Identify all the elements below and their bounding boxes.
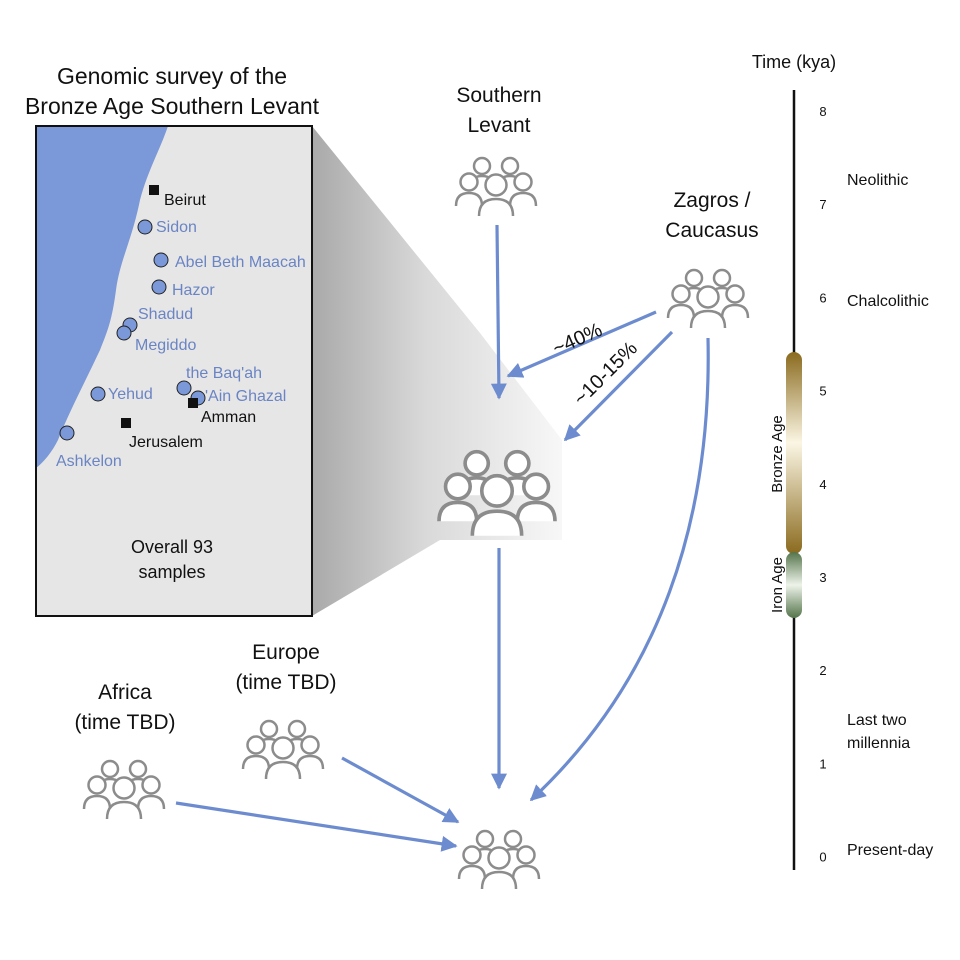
site-label-hazor: Hazor — [172, 282, 215, 299]
site-label-megiddo: Megiddo — [135, 337, 196, 354]
city-label-amman: Amman — [201, 409, 256, 426]
site-marker-sidon — [137, 219, 153, 235]
site-label-baqah: the Baq'ah — [186, 365, 262, 382]
city-label-jerusalem: Jerusalem — [129, 434, 203, 451]
admixture-label-40: ~40% — [549, 319, 605, 360]
europe-label-line2: (time TBD) — [235, 671, 336, 694]
timeline-tick-label: 1 — [819, 756, 826, 771]
zagros-label-line2: Caucasus — [665, 219, 758, 242]
arrow-zagros-to-present — [529, 337, 710, 802]
timeline-tick-label: 8 — [819, 104, 826, 119]
present-day-people-icon — [457, 829, 541, 891]
city-marker-amman — [188, 398, 198, 408]
iron-age-label: Iron Age — [769, 557, 786, 613]
era-last-two-line1: Last two — [847, 712, 907, 729]
era-neolithic: Neolithic — [847, 172, 908, 189]
europe-label-line1: Europe — [252, 641, 320, 664]
arrow-levant-to-bronze — [490, 224, 507, 400]
timeline-tick-label: 2 — [819, 663, 826, 678]
timeline-tick-label: 0 — [819, 850, 826, 865]
timeline-tick-label: 7 — [819, 197, 826, 212]
levant-map: Genomic survey of the Bronze Age Souther… — [25, 63, 562, 617]
migration-arrows — [175, 224, 710, 852]
sample-count-line1: Overall 93 — [131, 537, 213, 557]
site-marker-baqah — [176, 380, 192, 396]
arrow-europe-to-present — [341, 756, 460, 824]
city-marker-jerusalem — [121, 418, 131, 428]
africa-label-line2: (time TBD) — [74, 711, 175, 734]
sample-count-line2: samples — [138, 562, 205, 582]
iron-age-bar — [786, 552, 802, 618]
map-title-line1: Genomic survey of the — [57, 63, 287, 89]
site-marker-yehud — [90, 386, 106, 402]
southern-levant-people-icon — [454, 156, 538, 218]
zagros-people-icon — [666, 268, 750, 330]
timeline-tick-label: 5 — [819, 384, 826, 399]
arrow-zagros-to-bronze-40 — [506, 310, 657, 378]
site-label-sidon: Sidon — [156, 219, 197, 236]
timeline-tick-label: 6 — [819, 290, 826, 305]
timeline: Time (kya) Bronze Age Iron Age 8 7 6 5 4 3 2 1 0… — [752, 52, 933, 870]
map-title-line2: Bronze Age Southern Levant — [25, 93, 320, 119]
bronze-age-label: Bronze Age — [769, 415, 786, 493]
site-marker-ashkelon — [59, 425, 75, 441]
site-label-ashkelon: Ashkelon — [56, 453, 122, 470]
site-marker-abel-beth-maacah — [153, 252, 169, 268]
site-label-ain-ghazal: 'Ain Ghazal — [205, 388, 286, 405]
bronze-age-bar — [786, 352, 802, 554]
site-label-shadud: Shadud — [138, 306, 193, 323]
southern-levant-label-line2: Levant — [467, 114, 530, 137]
africa-people-icon — [82, 759, 166, 821]
europe-people-icon — [241, 719, 325, 781]
mediterranean-sea — [36, 126, 168, 468]
site-marker-megiddo — [116, 325, 132, 341]
site-label-abel-beth-maacah: Abel Beth Maacah — [175, 254, 306, 271]
site-label-yehud: Yehud — [108, 386, 153, 403]
map-frame — [35, 125, 313, 617]
timeline-tick-label: 4 — [819, 477, 826, 492]
site-markers — [59, 219, 206, 441]
africa-label-line1: Africa — [98, 681, 152, 704]
zagros-label-line1: Zagros / — [673, 189, 750, 212]
timeline-tick-label: 3 — [819, 570, 826, 585]
era-present-day: Present-day — [847, 842, 933, 859]
city-label-beirut: Beirut — [164, 192, 206, 209]
era-last-two-line2: millennia — [847, 735, 910, 752]
southern-levant-label-line1: Southern — [456, 84, 541, 107]
arrow-africa-to-present — [175, 801, 458, 852]
timeline-ticks: 8 7 6 5 4 3 2 1 0 — [819, 104, 826, 865]
era-chalcolithic: Chalcolithic — [847, 293, 929, 310]
city-markers — [121, 185, 198, 428]
timeline-title: Time (kya) — [752, 52, 836, 72]
arrow-zagros-to-bronze-10 — [563, 330, 674, 442]
site-marker-hazor — [151, 279, 167, 295]
city-marker-beirut — [149, 185, 159, 195]
